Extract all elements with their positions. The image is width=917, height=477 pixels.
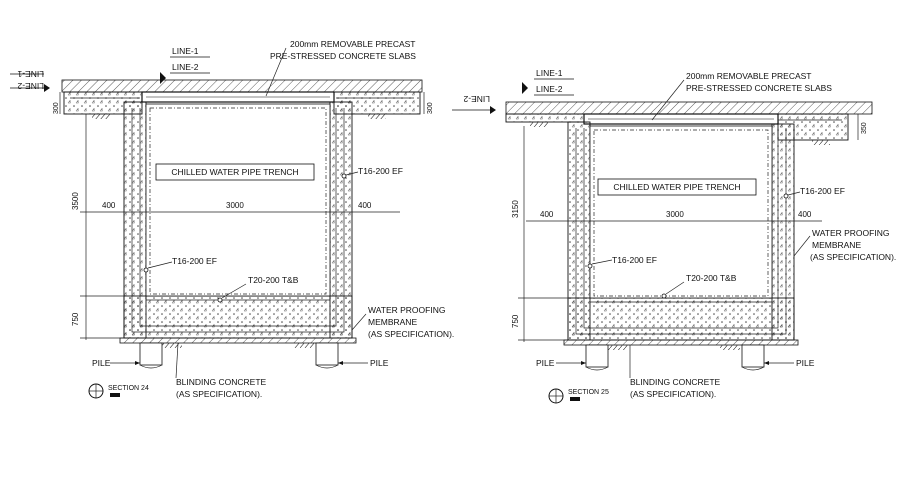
blind-note-1: BLINDING CONCRETE	[176, 377, 267, 387]
wp-note-2: MEMBRANE	[368, 317, 417, 327]
base-slab	[123, 295, 353, 339]
line2-mirrored-label: LINE-2	[17, 81, 44, 91]
dim-base: 750	[511, 314, 520, 328]
wp-note-1: WATER PROOFING	[812, 228, 889, 238]
trench-label: CHILLED WATER PIPE TRENCH	[613, 182, 740, 192]
rebar-wall-right: T16-200 EF	[800, 186, 845, 196]
dim-width: 3000	[666, 210, 684, 219]
slab-note-line2: PRE-STRESSED CONCRETE SLABS	[270, 51, 416, 61]
section-title: SECTION 25	[568, 389, 609, 396]
top-pavement	[61, 79, 423, 93]
line1-label: LINE-1	[536, 68, 563, 78]
wp-note-3: (AS SPECIFICATION).	[368, 329, 454, 339]
rebar-wall-right: T16-200 EF	[358, 166, 403, 176]
section-title: SECTION 24	[108, 385, 149, 392]
pile-left	[585, 344, 609, 368]
pile-right	[315, 342, 339, 366]
slab-note-line1: 200mm REMOVABLE PRECAST	[290, 39, 416, 49]
base-slab	[567, 297, 795, 341]
dim-width: 3000	[226, 201, 244, 210]
section-24: LINE-1 LINE-2	[10, 39, 454, 399]
line2-mirrored-label: LINE-2	[463, 94, 490, 104]
section-25: LINE-2 LINE-1 LINE-2 200mm REMOVABL	[452, 68, 896, 404]
dim-top-right: 300	[427, 102, 434, 114]
dim-top-right: 350	[861, 122, 868, 134]
pile-right	[741, 344, 765, 368]
dim-left-wall: 400	[540, 210, 554, 219]
trench-label-box	[155, 163, 315, 181]
rebar-base: T20-200 T&B	[248, 275, 299, 285]
blind-note-1: BLINDING CONCRETE	[630, 377, 721, 387]
wp-note-2: MEMBRANE	[812, 240, 861, 250]
dim-left-wall: 400	[102, 201, 116, 210]
rebar-wall-left: T16-200 EF	[612, 255, 657, 265]
dim-base: 750	[71, 312, 80, 326]
line1-label: LINE-1	[172, 46, 199, 56]
slab-note-line1: 200mm REMOVABLE PRECAST	[686, 71, 812, 81]
dim-right-wall: 400	[798, 210, 812, 219]
rebar-wall-left: T16-200 EF	[172, 256, 217, 266]
top-pavement	[505, 101, 873, 115]
dim-right-wall: 400	[358, 201, 372, 210]
dim-top-left: 300	[53, 102, 60, 114]
wp-note-1: WATER PROOFING	[368, 305, 445, 315]
left-shoulder	[505, 113, 585, 123]
pile-label-left: PILE	[92, 358, 111, 368]
line2-label: LINE-2	[172, 62, 199, 72]
blind-note-2: (AS SPECIFICATION).	[630, 389, 716, 399]
rebar-base: T20-200 T&B	[686, 273, 737, 283]
pile-label-right: PILE	[796, 358, 815, 368]
blinding-layer	[119, 337, 357, 344]
trench-void	[145, 103, 331, 297]
mirrored-line-labels: LINE-1 LINE-2	[10, 69, 50, 92]
line2-label: LINE-2	[536, 84, 563, 94]
dim-height: 3150	[511, 200, 520, 218]
pile-left	[139, 342, 163, 366]
pile-label-right: PILE	[370, 358, 389, 368]
dim-height: 3500	[71, 192, 80, 210]
slab-note-line2: PRE-STRESSED CONCRETE SLABS	[686, 83, 832, 93]
trench-label: CHILLED WATER PIPE TRENCH	[171, 167, 298, 177]
blind-note-2: (AS SPECIFICATION).	[176, 389, 262, 399]
blinding-layer	[563, 339, 799, 346]
wp-note-3: (AS SPECIFICATION).	[810, 252, 896, 262]
trench-void	[589, 125, 773, 299]
trench-label-box	[597, 178, 757, 196]
pile-label-left: PILE	[536, 358, 555, 368]
